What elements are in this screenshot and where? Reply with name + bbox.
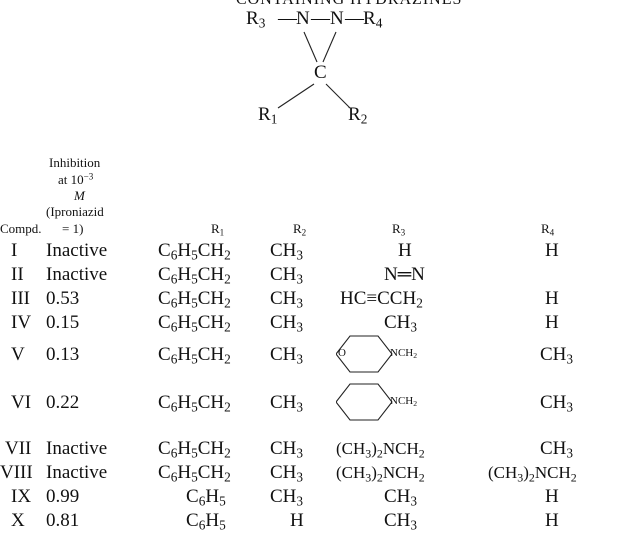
cell-r3: HC≡CCH2 (340, 288, 423, 311)
cell-r1: C6H5CH2 (158, 344, 231, 367)
cell-r3: H (398, 240, 412, 261)
cell-r1: C6H5CH2 (158, 264, 231, 287)
cell-r1: C6H5CH2 (158, 462, 231, 485)
structure-dash-3: — (345, 8, 364, 29)
cell-r3: (CH3)2NCH2 (336, 439, 425, 461)
cell-compd: III (11, 288, 30, 309)
cell-r1: C6H5CH2 (158, 438, 231, 461)
cell-compd: VII (5, 438, 32, 459)
cell-r2: CH3 (270, 392, 304, 415)
cell-inhibition: 0.53 (46, 288, 80, 309)
cell-r4: H (545, 312, 559, 333)
cell-r4: CH3 (540, 344, 574, 367)
cell-r4: H (545, 240, 559, 261)
bond-c-r1 (277, 83, 315, 109)
cell-r3-tail: NCH2 (390, 347, 418, 361)
structure-carbon: C (314, 62, 327, 83)
r4-header: R4 (541, 221, 555, 238)
cell-inhibition: Inactive (46, 438, 108, 459)
cell-r3: (CH3)2NCH2 (336, 463, 425, 485)
cell-compd: I (11, 240, 18, 261)
r2-header: R2 (293, 221, 307, 238)
cell-r1: C6H5 (186, 510, 226, 533)
table-title: CONTAINING HYDRAZINES (236, 0, 462, 9)
structure-r3: R3 (246, 8, 266, 31)
cell-r2: CH3 (270, 486, 304, 509)
cell-r2: CH3 (270, 438, 304, 461)
cell-inhibition: 0.13 (46, 344, 80, 365)
cell-r2: CH3 (270, 240, 304, 263)
cell-r1: C6H5CH2 (158, 288, 231, 311)
cell-inhibition: Inactive (46, 462, 108, 483)
cell-r1: C6H5 (186, 486, 226, 509)
cell-r2: CH3 (270, 288, 304, 311)
cell-compd: VIII (0, 462, 33, 483)
cell-inhibition: Inactive (46, 264, 108, 285)
bond-n2-c (322, 31, 337, 63)
bond-n1-c (303, 31, 318, 63)
r1-header: R1 (211, 221, 225, 238)
cell-compd: V (11, 344, 25, 365)
compd-header: Compd. (0, 221, 42, 236)
inhibition-header-1: Inhibition (49, 155, 101, 170)
cell-compd: IX (11, 486, 32, 507)
cell-r2: H (290, 510, 304, 531)
r3-header: R3 (392, 221, 406, 238)
cell-inhibition: 0.99 (46, 486, 80, 507)
cell-r2: CH3 (270, 312, 304, 335)
structure-r2: R2 (348, 104, 368, 127)
cell-r1: C6H5CH2 (158, 240, 231, 263)
cell-inhibition: 0.81 (46, 510, 80, 531)
morpholine-ring-icon (336, 335, 393, 373)
cell-inhibition: Inactive (46, 240, 108, 261)
cell-r1: C6H5CH2 (158, 312, 231, 335)
inhibition-header-4: (Iproniazid (46, 204, 104, 219)
cell-r4: H (545, 486, 559, 507)
structure-n2: N (330, 8, 344, 29)
ring-oxygen: O (338, 347, 346, 359)
structure-dash-2: — (311, 8, 330, 29)
cell-compd: IV (11, 312, 32, 333)
cell-r3: CH3 (384, 486, 418, 509)
structure-r1: R1 (258, 104, 278, 127)
cell-r3-tail: NCH2 (390, 395, 418, 409)
cell-inhibition: 0.15 (46, 312, 80, 333)
inhibition-header-5: = 1) (62, 221, 84, 236)
cell-compd: II (11, 264, 24, 285)
cell-r3: CH3 (384, 312, 418, 335)
cell-r3: N═N (384, 264, 425, 285)
structure-n1: N (296, 8, 310, 29)
bond-c-r2 (325, 83, 351, 109)
table-title-clip: CONTAINING HYDRAZINES (0, 0, 640, 12)
cell-r4: CH3 (540, 438, 574, 461)
cell-r2: CH3 (270, 462, 304, 485)
structure-r4: R4 (363, 8, 383, 31)
cell-r2: CH3 (270, 264, 304, 287)
cell-r4: H (545, 288, 559, 309)
cell-r4: (CH3)2NCH2 (488, 463, 577, 485)
piperidine-ring-icon (336, 383, 393, 421)
cell-compd: VI (11, 392, 32, 413)
cell-inhibition: 0.22 (46, 392, 80, 413)
structure-bonds (277, 31, 351, 109)
cell-r4: CH3 (540, 392, 574, 415)
structure-dash-1: — (278, 8, 297, 29)
cell-r2: CH3 (270, 344, 304, 367)
inhibition-header-2: at 10−3 (58, 171, 94, 187)
cell-r4: H (545, 510, 559, 531)
cell-r3: CH3 (384, 510, 418, 533)
cell-compd: X (11, 510, 25, 531)
inhibition-header-3: M (74, 188, 85, 203)
cell-r1: C6H5CH2 (158, 392, 231, 415)
